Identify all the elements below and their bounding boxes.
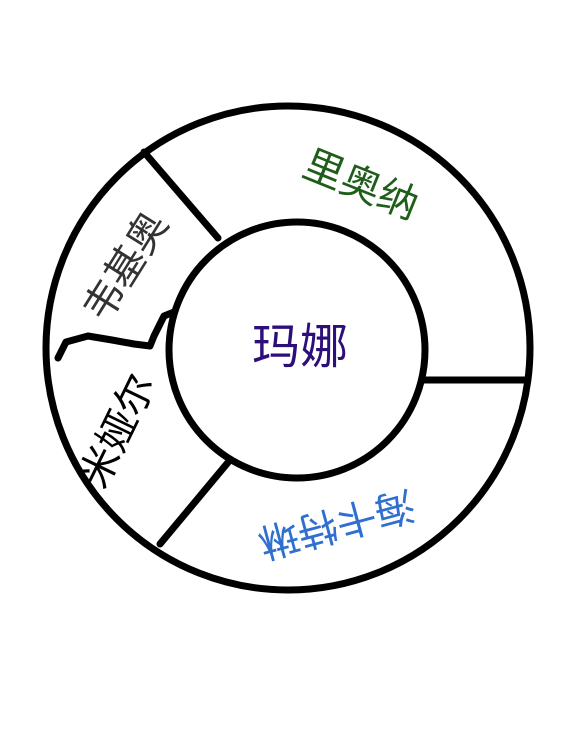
segment-label-bottom-right: 海卡特琳: [253, 480, 419, 566]
segment-label-lower-left: 米娅尔: [71, 367, 165, 495]
segment-label-upper-left: 韦基奥: [75, 204, 178, 330]
inner-circle: [165, 218, 429, 482]
divider-top-left: [140, 148, 222, 242]
divider-bottom-left: [156, 456, 234, 548]
segment-label-top: 里奥纳: [297, 141, 425, 229]
center-label: 玛娜: [252, 319, 348, 375]
outer-ring: [42, 102, 534, 594]
divider-left-jagged: [54, 308, 178, 362]
